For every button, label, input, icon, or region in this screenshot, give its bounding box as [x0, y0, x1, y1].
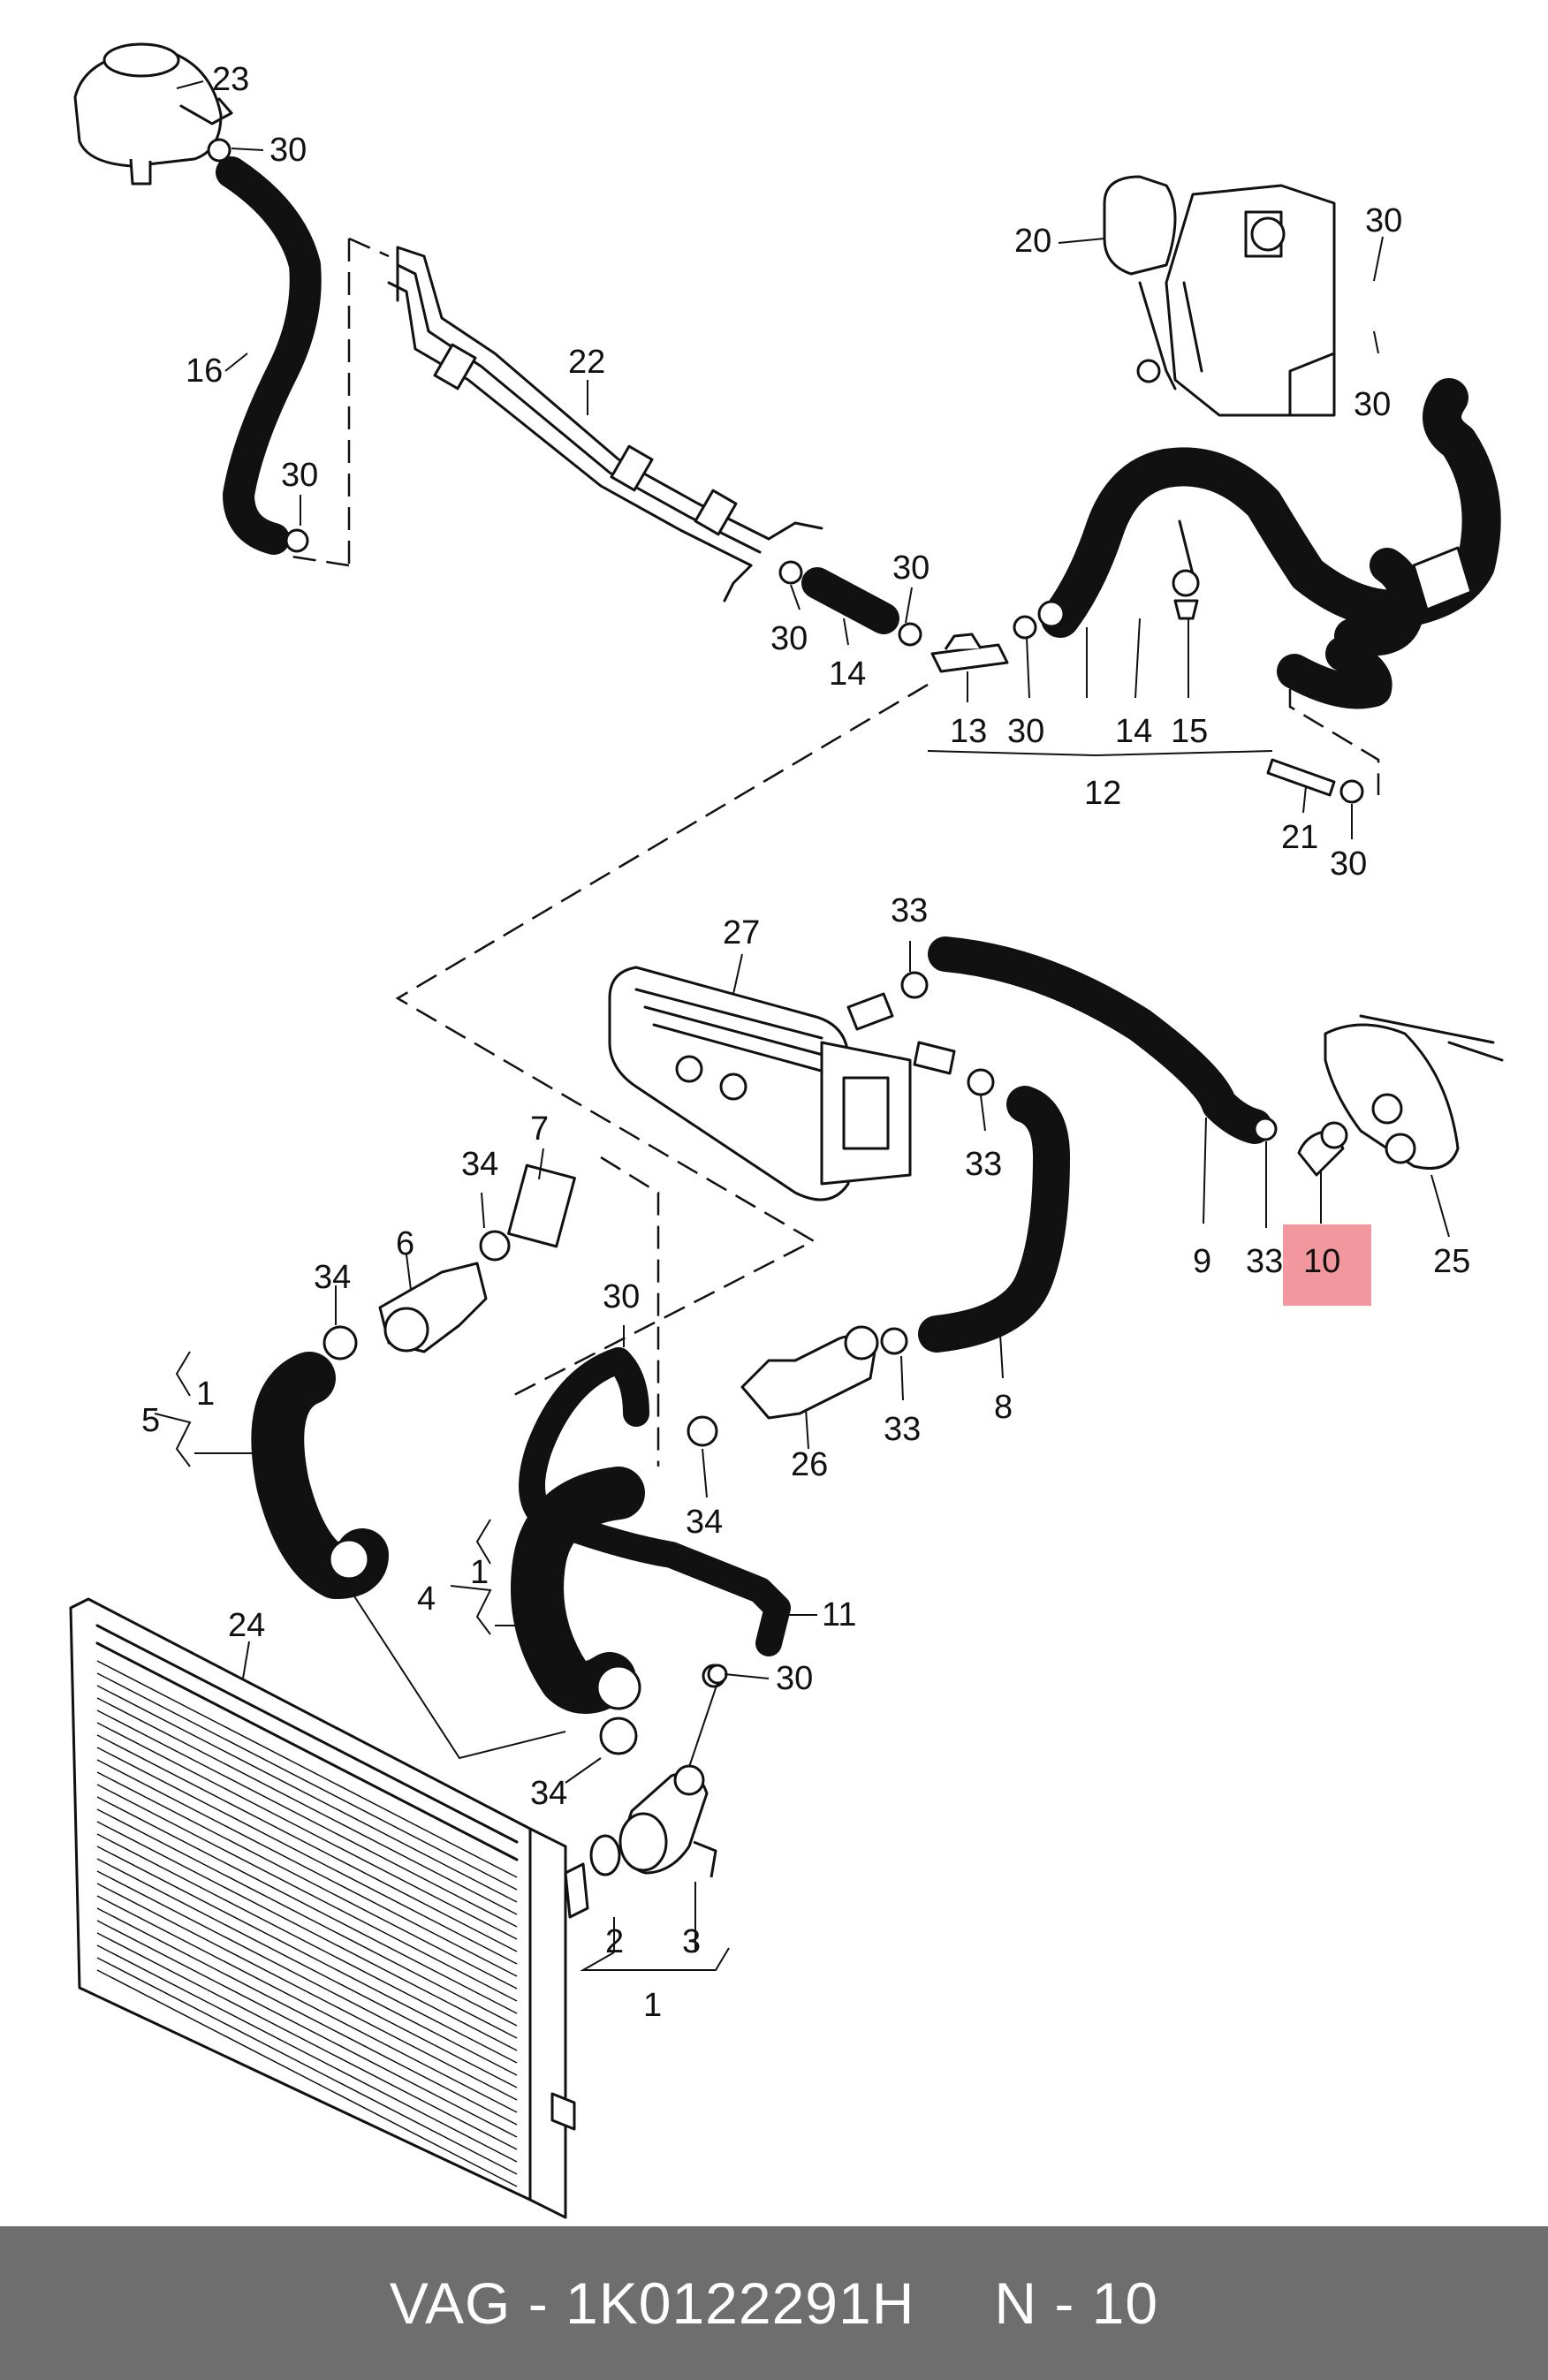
callout-12: 12: [1084, 775, 1121, 812]
diagram-position-label: N - 10: [994, 2270, 1159, 2336]
callout-16: 16: [186, 352, 223, 390]
radiator-fin-line: [96, 1697, 518, 1915]
callout-30: 30: [1007, 713, 1044, 750]
radiator-fin-line: [96, 1907, 518, 2126]
callout-7: 7: [530, 1110, 549, 1148]
callout-14: 14: [1115, 713, 1152, 750]
radiator-fin-line: [96, 1709, 518, 1928]
radiator-fin-line: [96, 1932, 518, 2150]
callout-9: 9: [1193, 1243, 1211, 1280]
callout-1: 1: [196, 1376, 215, 1413]
callout-13: 13: [950, 713, 987, 750]
highlight-box: [1283, 1224, 1371, 1306]
outlet-elbow: [618, 1764, 709, 1875]
radiator-fin-line: [96, 1883, 518, 2101]
radiator-fin-line: [96, 1846, 518, 2064]
callout-6: 6: [396, 1225, 414, 1262]
callout-27: 27: [723, 914, 760, 951]
radiator-fin-line: [96, 1796, 518, 2014]
callout-30: 30: [281, 457, 318, 494]
footer-bar: VAG - 1K0122291H N - 10: [0, 2226, 1548, 2380]
callout-33: 33: [1246, 1243, 1283, 1280]
callout-30: 30: [1354, 386, 1391, 423]
callout-26: 26: [791, 1446, 828, 1483]
callout-25: 25: [1433, 1243, 1470, 1280]
callout-1: 1: [470, 1554, 489, 1591]
radiator-fin-line: [96, 1771, 518, 1990]
radiator: [69, 1597, 589, 2219]
callout-30: 30: [770, 620, 808, 657]
callout-30: 30: [269, 132, 307, 169]
radiator-fin-line: [96, 1660, 518, 1878]
radiator-fin-line: [96, 1895, 518, 2113]
callouts: 23 30 16 30 22 20 30 30 30 30 14 13 30 1…: [141, 61, 1470, 2024]
callout-3: 3: [682, 1923, 701, 1960]
callout-22: 22: [568, 344, 605, 381]
fitting-25: [1324, 1014, 1504, 1170]
callout-11: 11: [822, 1596, 856, 1633]
radiator-fin-line: [96, 1722, 518, 1940]
radiator-fin-line: [96, 1672, 518, 1891]
egr-cooler: [608, 966, 956, 1201]
callout-23: 23: [212, 61, 249, 98]
hose-7: [507, 1163, 576, 1248]
radiator-fin-line: [96, 1685, 518, 1903]
callout-34: 34: [461, 1146, 498, 1183]
connector-26: [740, 1325, 879, 1420]
callout-30: 30: [776, 1660, 813, 1697]
radiator-fin-line: [96, 1920, 518, 2138]
egr-valve: [1103, 175, 1336, 417]
callout-15: 15: [1171, 713, 1208, 750]
callout-33: 33: [891, 892, 928, 929]
callout-30: 30: [603, 1278, 640, 1315]
callout-8: 8: [994, 1389, 1013, 1426]
radiator-fin-line: [96, 1944, 518, 2163]
leader-lines: [154, 80, 1450, 1952]
radiator-fin-line: [96, 1833, 518, 2051]
radiator-fin-line: [96, 1784, 518, 2002]
radiator-fin-line: [96, 1747, 518, 1965]
callout-34: 34: [686, 1504, 723, 1541]
callout-4: 4: [417, 1580, 436, 1618]
callout-33: 33: [884, 1411, 921, 1448]
callout-1: 1: [643, 1987, 662, 2024]
housing-6: [378, 1262, 488, 1353]
callout-24: 24: [228, 1607, 265, 1644]
callout-30: 30: [1330, 845, 1367, 883]
callout-5: 5: [141, 1402, 160, 1439]
part-number-label: VAG - 1K0122291H: [389, 2270, 915, 2336]
callout-34: 34: [314, 1259, 351, 1296]
callout-14: 14: [829, 656, 866, 693]
radiator-fin-line: [96, 1821, 518, 2039]
radiator-fin-line: [96, 1969, 518, 2187]
radiator-fin-line: [96, 1759, 518, 1977]
callout-33: 33: [965, 1146, 1002, 1183]
callout-10: 10: [1303, 1243, 1340, 1280]
callout-2: 2: [605, 1923, 624, 1960]
connector-13: [930, 633, 1009, 673]
callout-20: 20: [1014, 223, 1051, 260]
elbow-10: [1297, 1121, 1348, 1177]
coolant-pipe-assembly: [387, 246, 823, 603]
radiator-fin-line: [96, 1858, 518, 2076]
expansion-tank: [73, 42, 233, 186]
callout-30: 30: [1365, 202, 1402, 239]
radiator-fin-line: [96, 1808, 518, 2027]
callout-30: 30: [892, 550, 930, 587]
radiator-fin-line: [96, 1734, 518, 1952]
radiator-fin-line: [96, 1870, 518, 2088]
coolant-hose-diagram: 23 30 16 30 22 20 30 30 30 30 14 13 30 1…: [69, 42, 1504, 2219]
callout-21: 21: [1281, 819, 1318, 856]
radiator-fin-line: [96, 1957, 518, 2175]
callout-34: 34: [530, 1775, 567, 1812]
